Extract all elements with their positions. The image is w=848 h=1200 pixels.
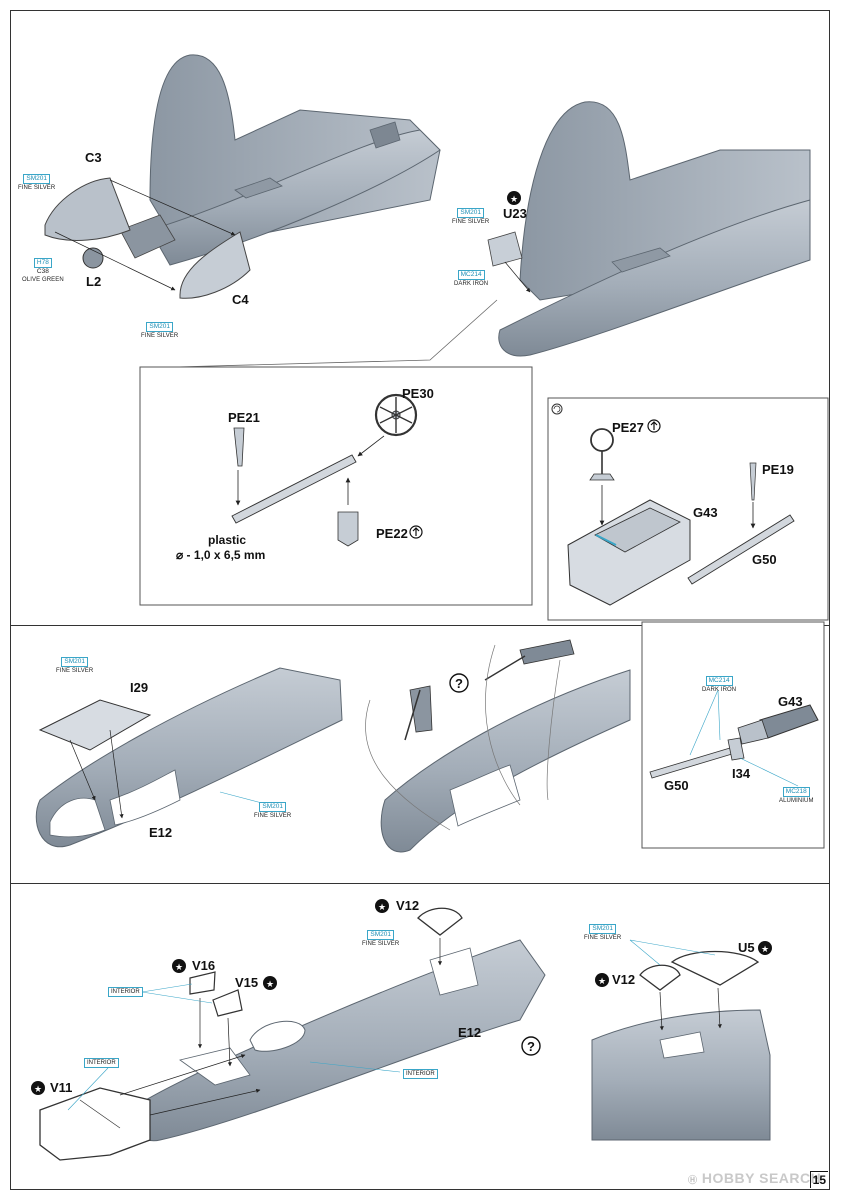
paint-callout-interior: INTERIOR — [403, 1069, 438, 1079]
part-label-pe21: PE21 — [228, 410, 260, 425]
page-number: 15 — [809, 1171, 828, 1188]
part-label-i29: I29 — [130, 680, 149, 695]
tail-assembly-left — [44, 54, 441, 299]
section-divider — [10, 625, 830, 626]
mount-detail — [649, 689, 819, 787]
part-label-i34: I34 — [732, 766, 751, 781]
pe-detail — [231, 393, 418, 547]
part-label-v16: V16 — [192, 958, 216, 973]
watermark: Ⓗ HOBBY SEARCH — [688, 1170, 822, 1186]
part-label-l2: L2 — [86, 274, 102, 289]
gun-detail — [551, 403, 795, 645]
part-label-v12: V12 — [612, 972, 636, 987]
paint-callout-interior: INTERIOR — [108, 987, 143, 997]
paint-callout-interior: INTERIOR — [84, 1058, 119, 1068]
part-label-pe22: PE22 — [376, 526, 408, 541]
part-label-pe27: PE27 — [612, 420, 644, 435]
part-label-g50: G50 — [664, 778, 689, 793]
fuselage-top-section — [39, 907, 546, 1161]
part-label-v12: V12 — [396, 898, 420, 913]
dimension-note: ⌀ - 1,0 x 6,5 mm — [176, 548, 266, 562]
tail-assembly-right — [139, 101, 811, 369]
detail-box-pe — [139, 366, 533, 606]
part-label-v11: V11 — [50, 1080, 73, 1095]
section-divider — [10, 883, 830, 884]
instruction-page — [10, 10, 830, 1190]
part-label-u23: U23 — [503, 206, 527, 221]
part-label-v15: V15 — [235, 975, 259, 990]
part-label-c4: C4 — [232, 292, 249, 307]
part-label-e12: E12 — [149, 825, 173, 840]
part-label-pe19: PE19 — [762, 462, 794, 477]
material-note: plastic — [208, 533, 247, 547]
part-label-e12: E12 — [458, 1025, 482, 1040]
part-label-u5: U5 — [738, 940, 755, 955]
part-label-g50: G50 — [752, 552, 777, 567]
part-label-pe30: PE30 — [402, 386, 434, 401]
fuselage-half-left — [35, 667, 343, 848]
part-label-g43: G43 — [693, 505, 718, 520]
detail-box-mount — [641, 621, 825, 849]
fuselage-half-center — [365, 639, 631, 853]
part-label-c3: C3 — [85, 150, 102, 165]
fuselage-closeup — [591, 939, 771, 1141]
part-label-g43: G43 — [778, 694, 803, 709]
